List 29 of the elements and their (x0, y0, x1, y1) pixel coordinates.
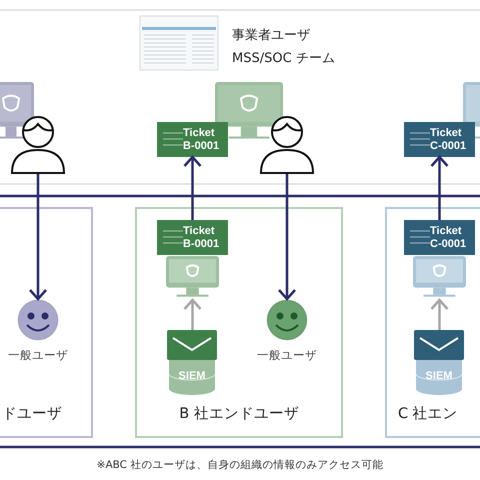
group-box (0, 207, 93, 438)
node-caption: 一般ユーザ (256, 348, 318, 363)
ticket-label: Ticket B-0001 (183, 126, 220, 152)
footnote: ※ABC 社のユーザは、自身の組織の情報のみアクセス可能 (96, 458, 384, 472)
arrow (28, 174, 48, 300)
group-label: ドユーザ (2, 405, 62, 423)
header-label: 事業者ユーザ (232, 27, 310, 44)
ticket-label: Ticket B-0001 (183, 224, 220, 250)
header-label: MSS/SOC チーム (232, 50, 335, 67)
ticket-label: Ticket C-0001 (430, 126, 468, 152)
arrow (430, 156, 449, 220)
database-label: SIEM (178, 370, 206, 382)
arrow (430, 298, 449, 330)
smiley-face-icon (266, 299, 308, 341)
group-label: C 社エン (398, 405, 459, 423)
group-box (135, 207, 343, 438)
group-label: B 社エンドユーザ (178, 405, 300, 423)
ticket-card (404, 122, 475, 157)
ticket-card (157, 220, 228, 255)
ticket-label: Ticket C-0001 (430, 224, 468, 250)
arrow (183, 298, 202, 330)
group-box (385, 207, 480, 438)
smiley-face-icon (17, 299, 59, 341)
arrow (278, 174, 296, 300)
arrow (183, 156, 202, 220)
node-caption: 一般ユーザ (7, 348, 69, 363)
ticket-card (404, 220, 475, 255)
ticket-card (157, 122, 228, 157)
database-label: SIEM (424, 370, 454, 382)
